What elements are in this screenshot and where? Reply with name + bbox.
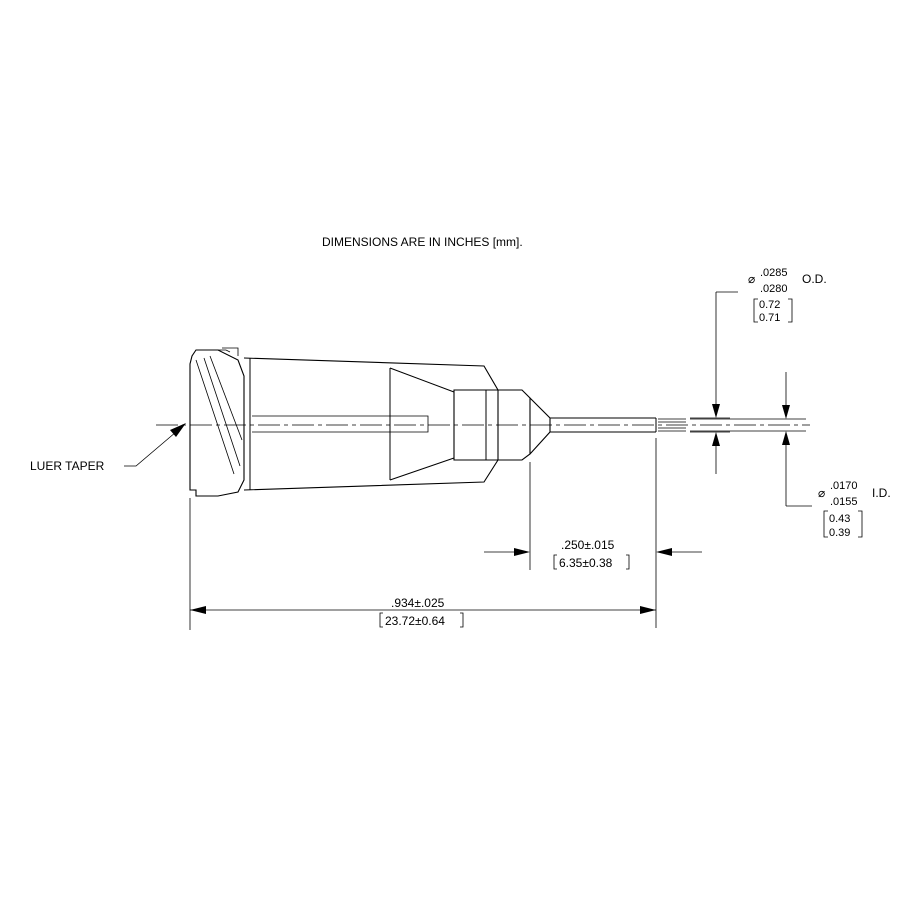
id-mm-upper: 0.43: [829, 513, 850, 525]
od-dimension: ⌀ .0285 .0280 O.D. 0.72 0.71: [690, 267, 827, 474]
od-lower-value: .0280: [760, 283, 788, 295]
od-upper-value: .0285: [760, 267, 788, 279]
luer-taper-label: LUER TAPER: [30, 459, 105, 473]
exposed-length-inch: .250±.015: [561, 538, 615, 552]
id-dimension: ⌀ .0170 .0155 I.D. 0.43 0.39: [690, 372, 891, 539]
id-mm-lower: 0.39: [829, 527, 850, 539]
luer-taper-callout: LUER TAPER: [30, 423, 186, 473]
exposed-length-mm: 6.35±0.38: [559, 556, 613, 570]
od-label: O.D.: [802, 272, 827, 286]
units-note: DIMENSIONS ARE IN INCHES [mm].: [322, 235, 523, 249]
overall-length-inch: .934±.025: [391, 596, 445, 610]
id-upper-value: .0170: [830, 480, 858, 492]
overall-length-mm: 23.72±0.64: [385, 614, 445, 628]
id-symbol: ⌀: [818, 486, 825, 500]
luer-hub: [189, 347, 551, 497]
od-mm-upper: 0.72: [759, 299, 780, 311]
id-label: I.D.: [872, 486, 891, 500]
od-mm-lower: 0.71: [759, 312, 780, 324]
od-symbol: ⌀: [748, 272, 755, 286]
exposed-length-dimension: .250±.015 6.35±0.38: [484, 438, 702, 628]
cannula: [550, 417, 686, 433]
id-lower-value: .0155: [830, 496, 858, 508]
overall-length-dimension: .934±.025 23.72±0.64: [189, 498, 656, 630]
